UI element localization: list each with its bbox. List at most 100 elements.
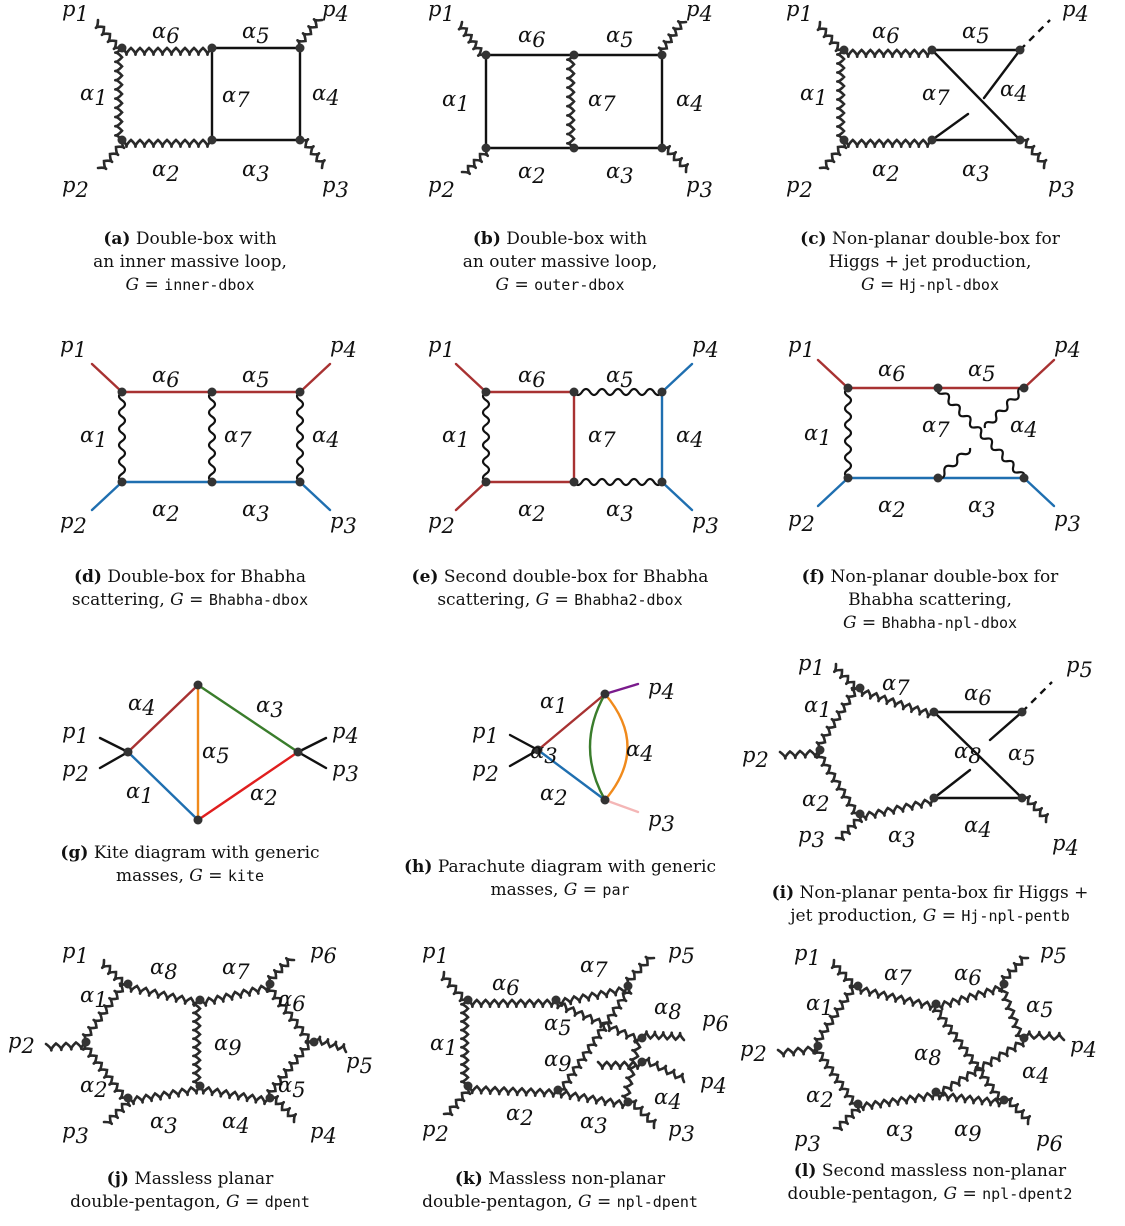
p3-label: p3 (1048, 173, 1075, 202)
propagator-line (660, 362, 694, 394)
gluon-line (126, 1084, 202, 1106)
gluon-line (640, 1056, 686, 1084)
vertex-dot (117, 135, 127, 145)
propagator-line (930, 48, 1022, 142)
alpha-1-label: α1 (80, 81, 108, 110)
alpha-3-label: α3 (606, 159, 634, 188)
gluon-line (640, 1030, 686, 1042)
alpha-5-label: α5 (278, 1073, 306, 1102)
vertex-dot (999, 979, 1009, 989)
alpha-1-label: α1 (540, 689, 568, 718)
p3-label: p3 (798, 823, 825, 852)
alpha-5-label: α5 (968, 357, 996, 386)
p1-label: p1 (428, 333, 455, 362)
propagator-line (98, 736, 130, 754)
photon-line (843, 387, 853, 479)
gluon-line (81, 982, 130, 1044)
p4-label: p4 (332, 719, 359, 748)
gluon-line (466, 1084, 560, 1098)
alpha-7-label: α7 (922, 81, 950, 110)
vertex-dot (123, 979, 133, 989)
photon-line (117, 391, 127, 483)
gluon-line (554, 998, 644, 1044)
propagator-line (1022, 358, 1056, 390)
gluon-a3 (858, 796, 936, 821)
gluon-a7 (565, 53, 576, 150)
vertex-dot (207, 387, 217, 397)
vertex-dot (295, 387, 305, 397)
gluon-ext (298, 138, 326, 170)
vertex-dot (123, 1093, 133, 1103)
alpha-4-label: α4 (654, 1085, 682, 1114)
p5-label: p5 (1040, 939, 1067, 968)
propagator-line (508, 748, 540, 768)
vertex-dot (853, 1099, 863, 1109)
alpha-3-label: α3 (256, 693, 284, 722)
vertex-dot (1015, 135, 1025, 145)
gluon-line (554, 984, 630, 1008)
alpha-2-label: α2 (806, 1083, 834, 1112)
alpha-4-label: α4 (312, 81, 340, 110)
gluon-ext (96, 138, 126, 171)
propagator-line (298, 480, 332, 512)
alpha-6-label: α6 (872, 19, 900, 48)
gluon-line (268, 1094, 298, 1124)
p6-label: p6 (702, 1007, 729, 1036)
p4-label: p4 (648, 675, 675, 704)
alpha-2-label: α2 (152, 497, 180, 526)
vertex-dot (931, 999, 941, 1009)
photon-line (573, 387, 663, 397)
alpha-6-label: α6 (492, 971, 520, 1000)
alpha-9-label: α9 (214, 1031, 242, 1060)
alpha-4-label: α4 (128, 691, 156, 720)
p2-label: p2 (8, 1029, 35, 1058)
gluon-line (100, 958, 130, 988)
gluon-line (556, 984, 633, 1092)
vertex-dot (569, 477, 579, 487)
vertex-dot (637, 1057, 647, 1067)
vertex-dot (533, 745, 543, 755)
p3-label: p3 (794, 1127, 821, 1156)
alpha-4-label: α4 (1010, 413, 1038, 442)
p5-label: p5 (346, 1049, 373, 1078)
vertex-dot (569, 143, 579, 153)
alpha-4-label: α4 (676, 87, 704, 116)
p1-label: p1 (794, 941, 821, 970)
p2-label: p2 (60, 509, 87, 538)
vertex-dot (657, 143, 667, 153)
p4-label: p4 (1052, 831, 1079, 860)
alpha-7-label: α7 (222, 955, 250, 984)
alpha-8-label: α8 (150, 955, 178, 984)
gluon-line (198, 982, 272, 1007)
vertex-dot (309, 1037, 319, 1047)
alpha-3-label: α3 (242, 157, 270, 186)
alpha-6-label: α6 (152, 363, 180, 392)
propagator-line (536, 692, 607, 752)
caption-i: (i) Non-planar penta-box fir Higgs +jet … (771, 883, 1089, 926)
propagator-line (932, 768, 972, 800)
alpha-5-label: α5 (242, 363, 270, 392)
alpha-9-label: α9 (954, 1117, 982, 1146)
gluon-line (198, 1084, 272, 1106)
gluon-a2 (842, 138, 934, 149)
p4-label: p4 (330, 333, 357, 362)
alpha-3-label: α3 (530, 739, 558, 768)
alpha-3-label: α3 (242, 497, 270, 526)
alpha-4-label: α4 (222, 1109, 250, 1138)
vertex-dot (81, 1037, 91, 1047)
propagator-line (816, 476, 850, 508)
alpha-4-label: α4 (964, 813, 992, 842)
gluon-line (621, 1036, 644, 1104)
alpha-4-label: α4 (676, 423, 704, 452)
vertex-dot (813, 1041, 823, 1051)
